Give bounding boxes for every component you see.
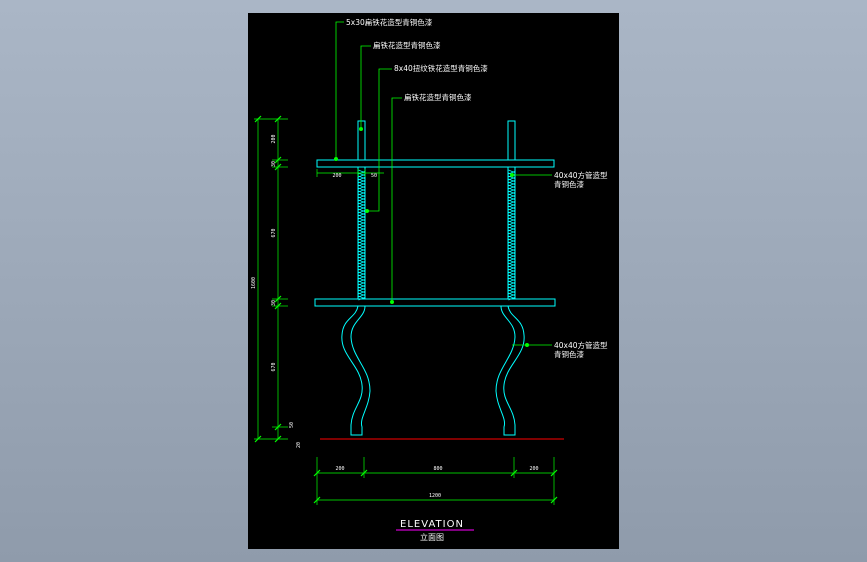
- dim-h-200-shelf: 200: [332, 173, 341, 179]
- callout-5: 40x40方管造型青铜色漆: [554, 170, 608, 189]
- left-top-post: [357, 120, 366, 161]
- lower-shelf: [314, 298, 556, 307]
- right-curved-leg: [495, 305, 525, 436]
- dim-v-30-top: 30: [271, 161, 277, 167]
- dim-v-50: 50: [289, 422, 295, 428]
- dim-v-200: 200: [271, 134, 277, 143]
- drawing-subtitle: 立面图: [420, 532, 444, 542]
- dim-v-670-lower: 670: [271, 362, 277, 371]
- dim-h-50-shelf: 50: [371, 173, 377, 179]
- dim-v-30-lower: 30: [271, 300, 277, 306]
- callout-6: 40x40方管造型青铜色漆: [554, 340, 608, 359]
- left-twisted-bar: [358, 169, 365, 301]
- stand-frame: [314, 120, 556, 436]
- right-twisted-bar: [508, 169, 515, 301]
- callout-4: 扁铁花造型青铜色漆: [404, 92, 472, 102]
- dim-v-670-upper: 670: [271, 228, 277, 237]
- dim-h-800: 800: [433, 466, 442, 472]
- horizontal-dimensions: [313, 169, 558, 505]
- dim-v-1600: 1600: [251, 277, 257, 289]
- leader-dots: [334, 127, 529, 347]
- right-top-post: [507, 120, 516, 161]
- vertical-dimensions: [254, 115, 288, 443]
- dim-h-200-left: 200: [335, 466, 344, 472]
- top-shelf: [316, 159, 555, 168]
- drawing-sheet: 5x30扁铁花造型青铜色漆 扁铁花造型青铜色漆 8x40扭纹铁花造型青铜色漆 扁…: [248, 13, 619, 549]
- leader-lines: [335, 21, 552, 346]
- drawing-title: ELEVATION: [400, 519, 464, 530]
- callout-3: 8x40扭纹铁花造型青铜色漆: [394, 63, 488, 73]
- elevation-drawing: 5x30扁铁花造型青铜色漆 扁铁花造型青铜色漆 8x40扭纹铁花造型青铜色漆 扁…: [251, 17, 608, 542]
- callout-2: 扁铁花造型青铜色漆: [373, 40, 441, 50]
- left-curved-leg: [341, 305, 371, 436]
- callout-1: 5x30扁铁花造型青铜色漆: [346, 17, 433, 27]
- dim-h-200-right: 200: [529, 466, 538, 472]
- dim-h-1200: 1200: [429, 493, 441, 499]
- dim-v-20: 20: [296, 442, 302, 448]
